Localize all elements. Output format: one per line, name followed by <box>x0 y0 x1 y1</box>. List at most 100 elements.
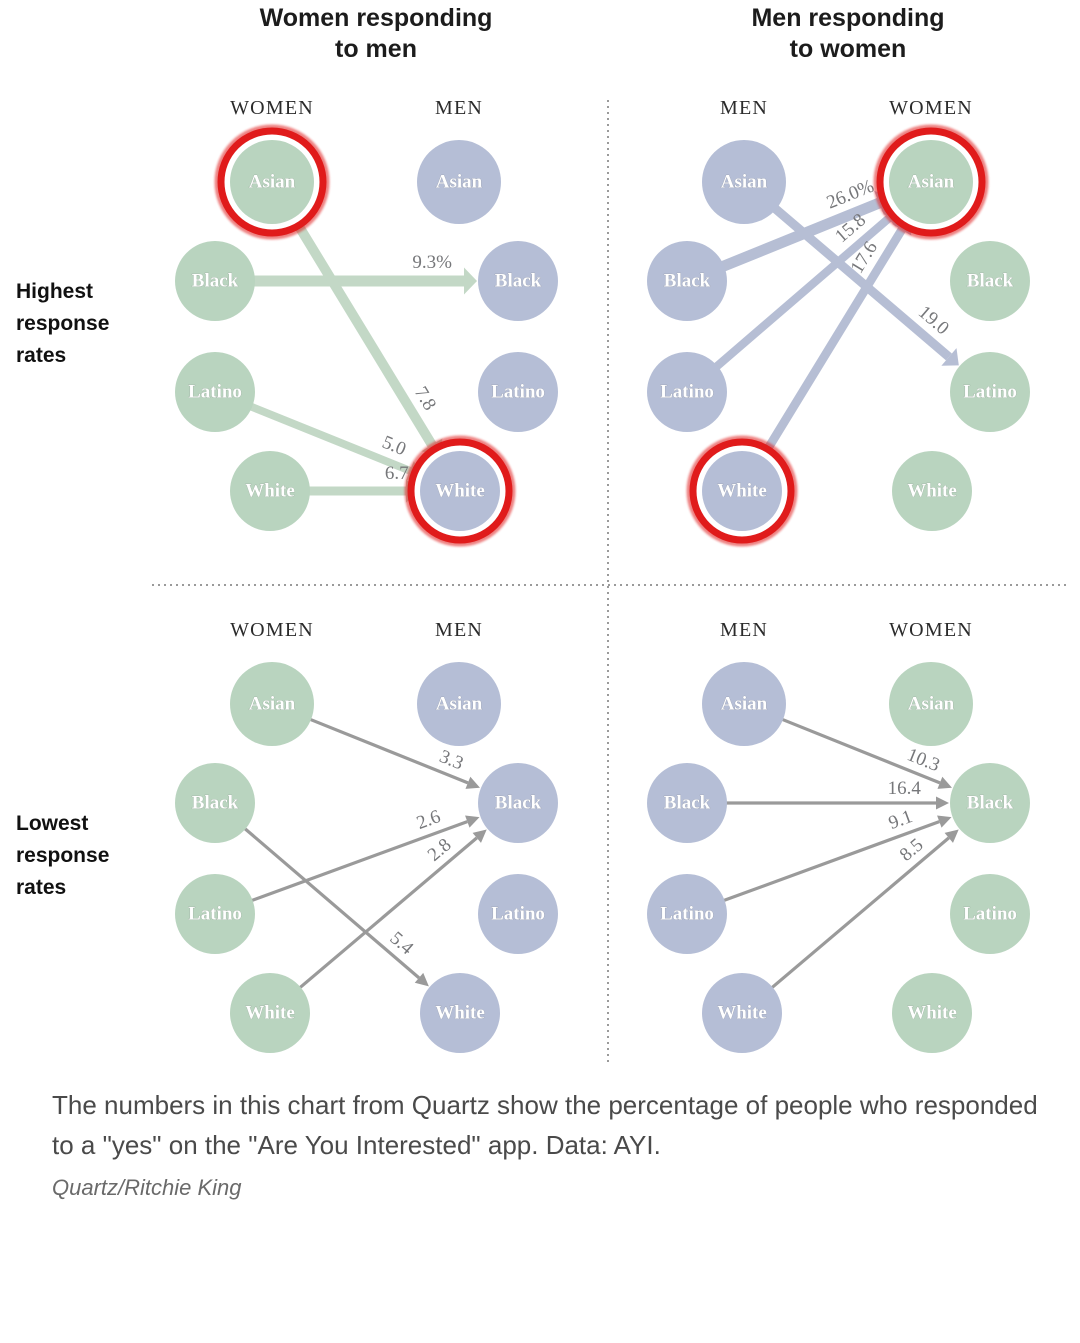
node-source-asian[interactable]: Asian <box>702 662 786 746</box>
node-circle[interactable] <box>647 874 727 954</box>
node-label: White <box>907 480 957 501</box>
node-circle[interactable] <box>892 973 972 1053</box>
node-source-white[interactable]: White <box>230 451 310 531</box>
node-label: White <box>435 1002 485 1023</box>
node-circle[interactable] <box>950 874 1030 954</box>
node-circle[interactable] <box>702 451 782 531</box>
node-circle[interactable] <box>950 352 1030 432</box>
edge-layer: 3.32.62.85.4 <box>242 717 487 990</box>
edge-arrowhead <box>936 796 949 810</box>
node-circle[interactable] <box>478 763 558 843</box>
node-label: White <box>435 480 485 501</box>
credit-text: Quartz/Ritchie King <box>52 1175 242 1200</box>
node-circle[interactable] <box>230 140 314 224</box>
svg-text:response: response <box>16 312 109 335</box>
node-label: Latino <box>188 381 242 402</box>
node-source-white[interactable]: White <box>702 973 782 1053</box>
node-circle[interactable] <box>478 352 558 432</box>
node-source-white[interactable]: White <box>230 973 310 1053</box>
node-target-black[interactable]: Black <box>478 241 558 321</box>
node-circle[interactable] <box>647 352 727 432</box>
node-label: White <box>907 1002 957 1023</box>
node-target-asian[interactable]: Asian <box>873 124 989 240</box>
node-source-latino[interactable]: Latino <box>175 874 255 954</box>
edge-line <box>288 213 437 448</box>
node-target-black[interactable]: Black <box>950 763 1030 843</box>
node-source-asian[interactable]: Asian <box>702 140 786 224</box>
node-circle[interactable] <box>420 451 500 531</box>
node-circle[interactable] <box>950 763 1030 843</box>
node-circle[interactable] <box>175 874 255 954</box>
node-source-latino[interactable]: Latino <box>647 352 727 432</box>
panel-title-right: Men responding to women <box>751 4 944 63</box>
node-circle[interactable] <box>478 874 558 954</box>
node-circle[interactable] <box>702 140 786 224</box>
node-target-white[interactable]: White <box>420 973 500 1053</box>
node-circle[interactable] <box>647 241 727 321</box>
node-label: Black <box>664 270 711 291</box>
edge-line <box>297 836 478 990</box>
node-circle[interactable] <box>950 241 1030 321</box>
node-source-white[interactable]: White <box>686 435 798 547</box>
node-target-latino[interactable]: Latino <box>950 352 1030 432</box>
node-target-asian[interactable]: Asian <box>889 662 973 746</box>
node-target-black[interactable]: Black <box>950 241 1030 321</box>
node-target-black[interactable]: Black <box>478 763 558 843</box>
node-circle[interactable] <box>230 973 310 1053</box>
edge-arrowhead <box>465 776 480 789</box>
node-circle[interactable] <box>892 451 972 531</box>
column-header-target: MEN <box>435 619 483 641</box>
edge-line <box>250 820 468 903</box>
node-label: Latino <box>963 903 1017 924</box>
node-circle[interactable] <box>702 973 782 1053</box>
node-source-asian[interactable]: Asian <box>214 124 330 240</box>
panel-title-right-line2: to women <box>790 35 907 63</box>
edge-value-label: 16.4 <box>888 778 922 799</box>
node-source-latino[interactable]: Latino <box>175 352 255 432</box>
node-label: Black <box>495 792 542 813</box>
node-target-latino[interactable]: Latino <box>478 352 558 432</box>
edge-layer: 10.316.49.18.5 <box>722 717 959 990</box>
node-circle[interactable] <box>175 763 255 843</box>
node-source-latino[interactable]: Latino <box>647 874 727 954</box>
node-source-black[interactable]: Black <box>647 241 727 321</box>
node-target-white[interactable]: White <box>892 451 972 531</box>
node-circle[interactable] <box>417 662 501 746</box>
node-source-black[interactable]: Black <box>175 763 255 843</box>
column-header-source: WOMEN <box>230 97 314 119</box>
node-circle[interactable] <box>647 763 727 843</box>
node-label: Asian <box>249 171 296 192</box>
node-label: White <box>717 480 767 501</box>
svg-text:Lowest: Lowest <box>16 812 88 835</box>
node-circle[interactable] <box>175 241 255 321</box>
column-header-source: MEN <box>720 97 768 119</box>
edge-line <box>758 227 906 461</box>
node-source-asian[interactable]: Asian <box>230 662 314 746</box>
edge-layer: 26.0%15.817.619.0 <box>713 176 959 461</box>
node-source-black[interactable]: Black <box>647 763 727 843</box>
node-circle[interactable] <box>702 662 786 746</box>
node-label: Black <box>192 792 239 813</box>
node-circle[interactable] <box>889 140 973 224</box>
node-target-asian[interactable]: Asian <box>417 140 501 224</box>
node-circle[interactable] <box>417 140 501 224</box>
node-label: Black <box>967 270 1014 291</box>
node-circle[interactable] <box>420 973 500 1053</box>
node-circle[interactable] <box>230 451 310 531</box>
node-label: Asian <box>721 693 768 714</box>
node-circle[interactable] <box>230 662 314 746</box>
edge-line <box>771 204 952 361</box>
node-target-latino[interactable]: Latino <box>478 874 558 954</box>
node-target-white[interactable]: White <box>404 435 516 547</box>
node-circle[interactable] <box>175 352 255 432</box>
node-target-latino[interactable]: Latino <box>950 874 1030 954</box>
node-circle[interactable] <box>478 241 558 321</box>
node-label: Latino <box>491 903 545 924</box>
node-target-white[interactable]: White <box>892 973 972 1053</box>
node-circle[interactable] <box>889 662 973 746</box>
edge-value-label: 5.0 <box>379 432 409 460</box>
edge-value-label: 3.3 <box>436 746 466 774</box>
node-source-black[interactable]: Black <box>175 241 255 321</box>
node-target-asian[interactable]: Asian <box>417 662 501 746</box>
